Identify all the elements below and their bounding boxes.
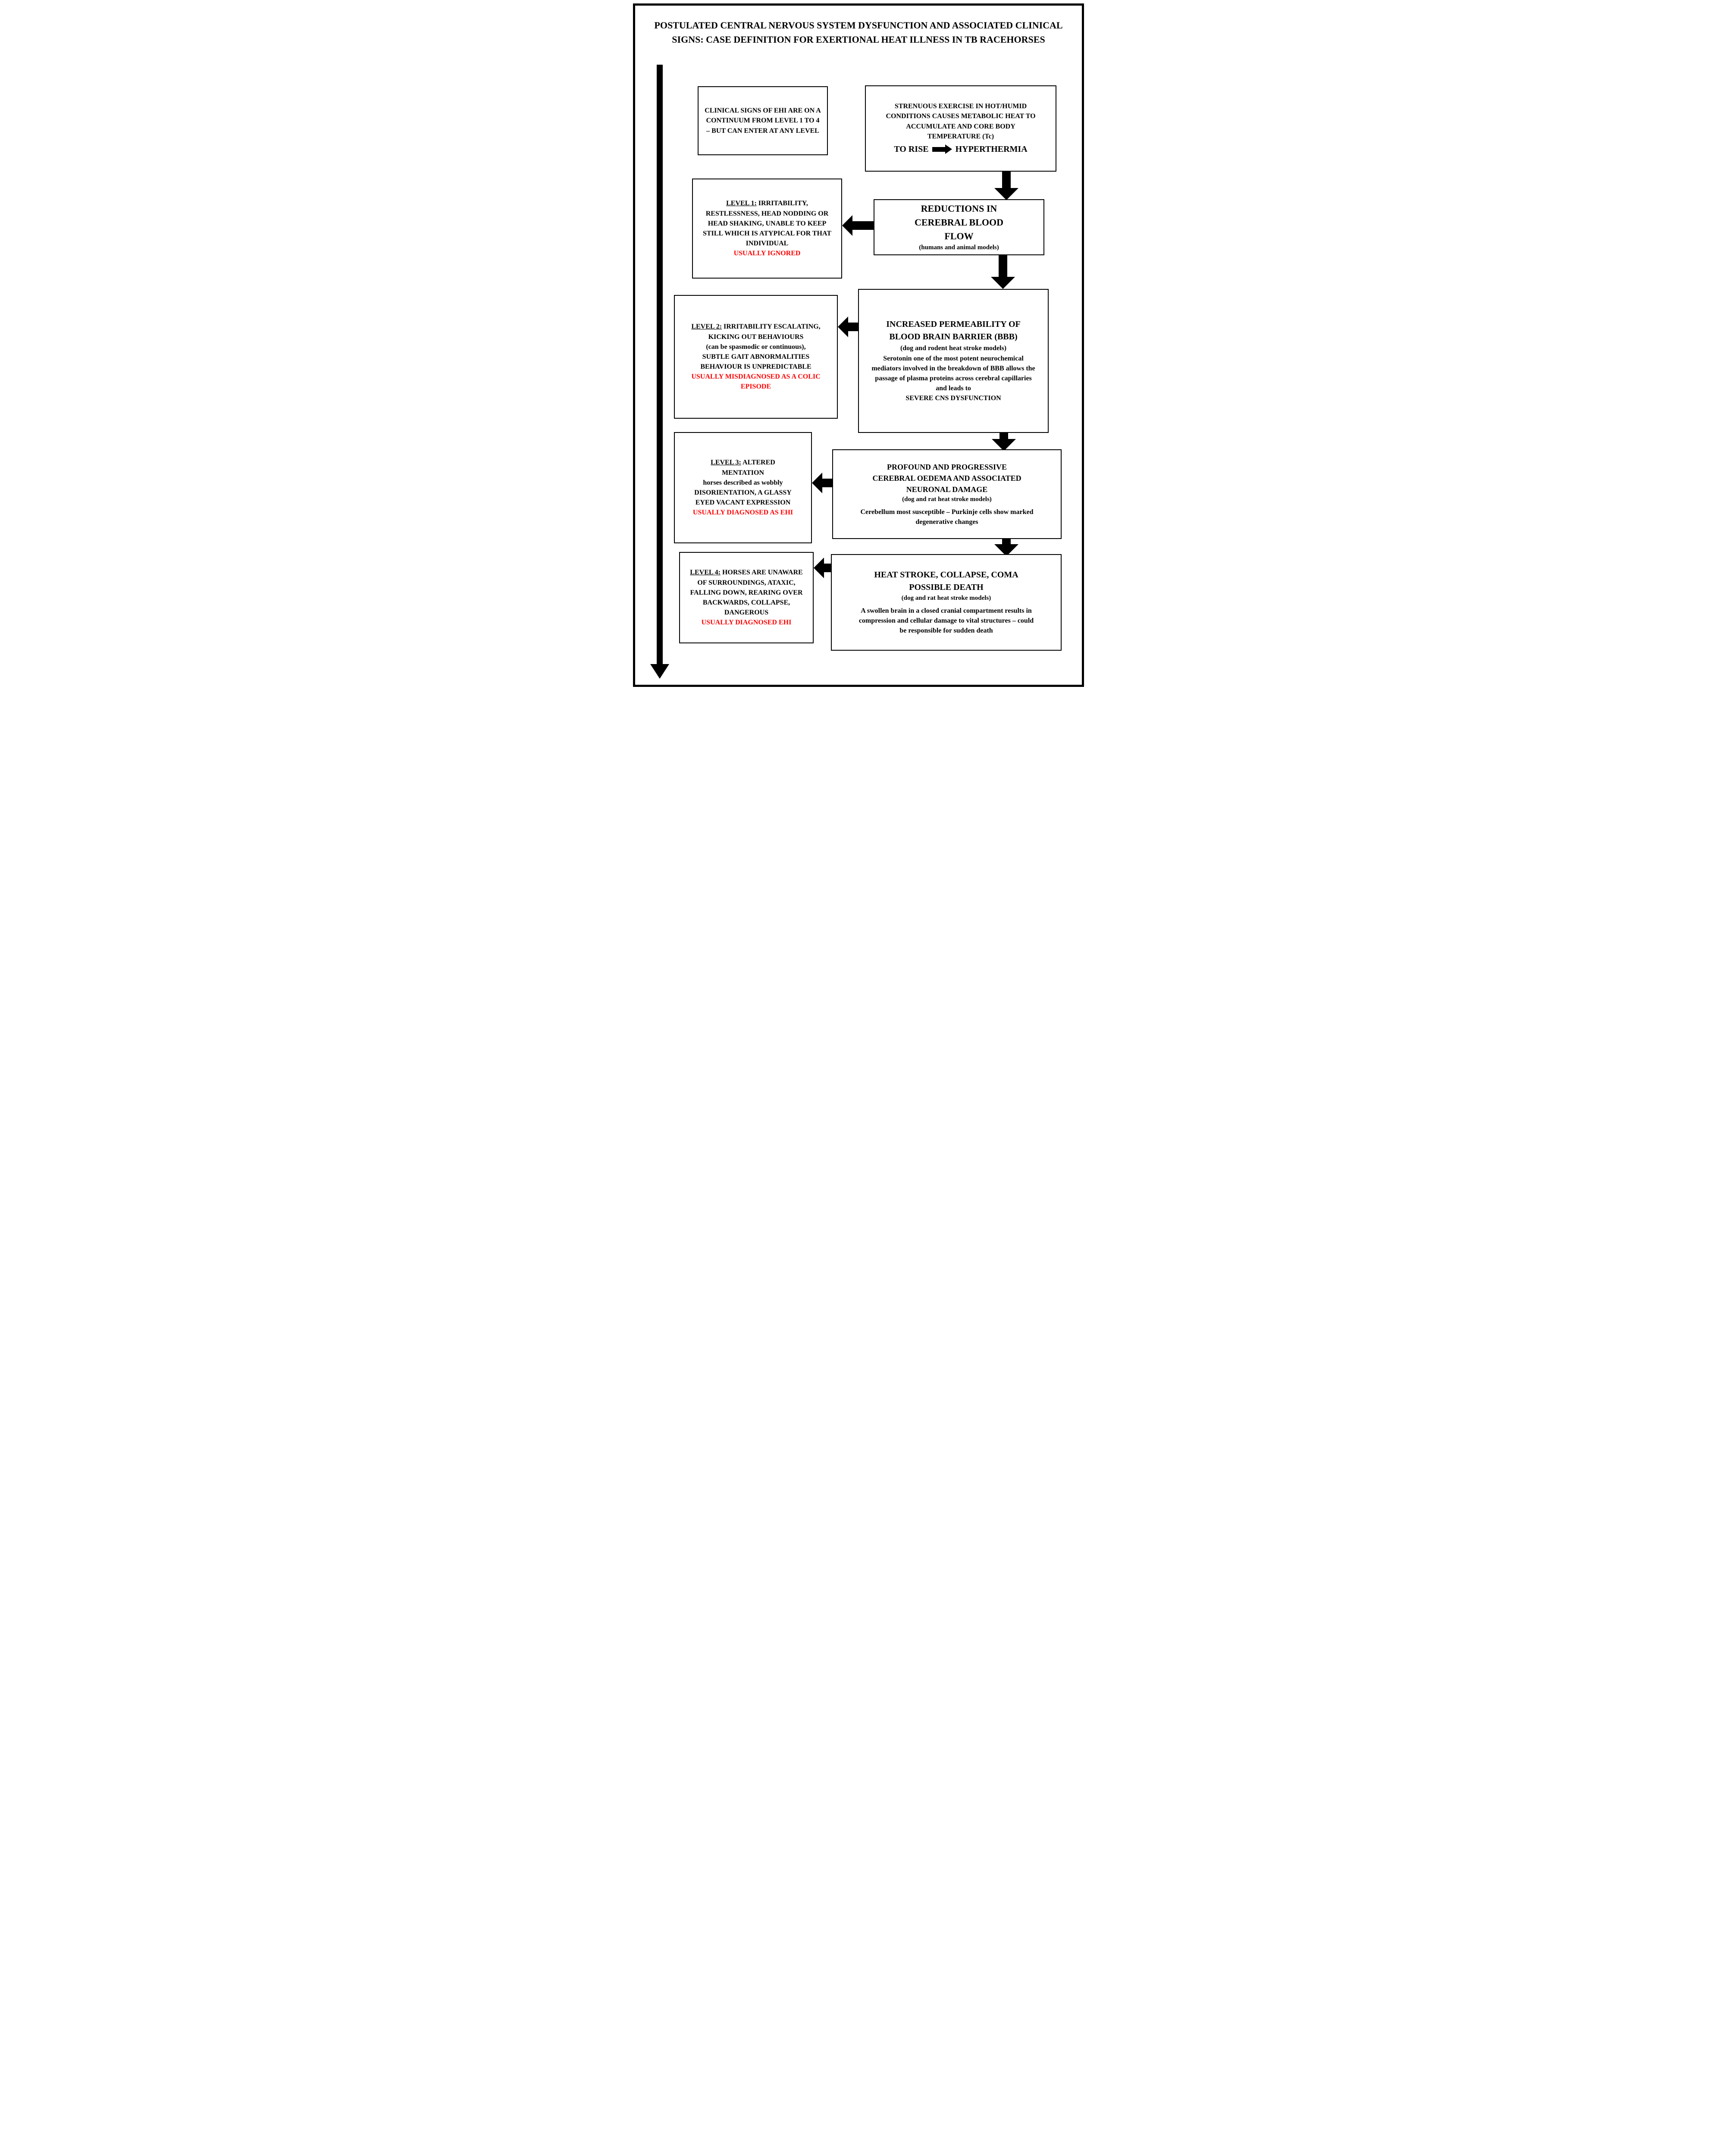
left-arrow-oedema-to-level3: [812, 473, 832, 493]
level-3-box: LEVEL 3: ALTERED MENTATION horses descri…: [674, 432, 812, 543]
right-arrow-icon: [932, 144, 952, 154]
hyperthermia-box-body: STRENUOUS EXERCISE IN HOT/HUMID CONDITIO…: [886, 103, 1036, 140]
cerebral-blood-flow-box: REDUCTIONS IN CEREBRAL BLOOD FLOW (human…: [874, 199, 1044, 255]
level-2-box: LEVEL 2: IRRITABILITY ESCALATING, KICKIN…: [674, 295, 838, 419]
level-1-outcome: USUALLY IGNORED: [733, 250, 801, 257]
continuum-note-box: CLINICAL SIGNS OF EHI ARE ON A CONTINUUM…: [698, 86, 828, 155]
level-2-note: (can be spasmodic or continuous),: [706, 343, 806, 351]
level-1-text: LEVEL 1: IRRITABILITY, RESTLESSNESS, HEA…: [699, 198, 835, 248]
heat-stroke-heading: HEAT STROKE, COLLAPSE, COMA POSSIBLE DEA…: [874, 570, 1018, 592]
bbb-note: (dog and rodent heat stroke models): [900, 345, 1007, 352]
left-arrow-cbf-to-level1: [842, 215, 874, 236]
down-arrow-hyperthermia-to-cbf: [994, 172, 1018, 200]
level-4-outcome: USUALLY DIAGNOSED EHI: [701, 619, 792, 627]
severity-timeline-arrow: [650, 65, 669, 679]
level-3-signs-2: DISORIENTATION, A GLASSY EYED VACANT EXP…: [694, 489, 792, 507]
level-4-text: LEVEL 4: HORSES ARE UNAWARE OF SURROUNDI…: [686, 567, 807, 617]
cbf-note: (humans and animal models): [919, 244, 999, 251]
flowchart-page: POSTULATED CENTRAL NERVOUS SYSTEM DYSFUN…: [630, 0, 1087, 690]
down-arrow-oedema-to-heatstroke: [994, 539, 1018, 556]
to-rise-label: TO RISE: [894, 144, 929, 154]
timeline-arrow-shaft: [657, 65, 663, 664]
cbf-heading: REDUCTIONS IN CEREBRAL BLOOD FLOW: [915, 203, 1003, 242]
page-title: POSTULATED CENTRAL NERVOUS SYSTEM DYSFUN…: [647, 18, 1070, 47]
bbb-heading: INCREASED PERMEABILITY OF BLOOD BRAIN BA…: [886, 320, 1021, 342]
down-arrow-bbb-to-oedema: [992, 433, 1016, 451]
level-4-label: LEVEL 4:: [690, 569, 721, 577]
left-arrow-heatstroke-to-level4: [814, 558, 831, 578]
level-2-label: LEVEL 2:: [691, 323, 722, 331]
heat-stroke-body: A swollen brain in a closed cranial comp…: [858, 607, 1034, 635]
level-1-label: LEVEL 1:: [726, 200, 757, 207]
down-arrow-cbf-to-bbb: [991, 255, 1015, 289]
oedema-body: Cerebellum most susceptible – Purkinje c…: [860, 508, 1034, 526]
bbb-body: Serotonin one of the most potent neuroch…: [871, 354, 1035, 392]
level-1-signs: IRRITABILITY, RESTLESSNESS, HEAD NODDING…: [702, 200, 831, 248]
bbb-emphasis: SEVERE CNS DYSFUNCTION: [905, 395, 1001, 402]
heat-stroke-note: (dog and rat heat stroke models): [901, 595, 991, 602]
level-2-signs-2: SUBTLE GAIT ABNORMALITIES BEHAVIOUR IS U…: [700, 353, 812, 371]
timeline-arrow-head-icon: [650, 664, 669, 679]
level-3-outcome: USUALLY DIAGNOSED AS EHI: [692, 509, 793, 517]
hyperthermia-box: STRENUOUS EXERCISE IN HOT/HUMID CONDITIO…: [865, 85, 1056, 172]
level-4-box: LEVEL 4: HORSES ARE UNAWARE OF SURROUNDI…: [679, 552, 814, 643]
rise-row: TO RISE HYPERTHERMIA: [894, 143, 1028, 156]
oedema-note: (dog and rat heat stroke models): [902, 496, 992, 503]
oedema-heading: PROFOUND AND PROGRESSIVE CEREBRAL OEDEMA…: [872, 462, 1021, 494]
level-4-signs: HORSES ARE UNAWARE OF SURROUNDINGS, ATAX…: [690, 569, 803, 617]
level-2-outcome: USUALLY MISDIAGNOSED AS A COLIC EPISODE: [691, 373, 821, 391]
level-2-signs: IRRITABILITY ESCALATING, KICKING OUT BEH…: [708, 323, 821, 341]
page-title-text: POSTULATED CENTRAL NERVOUS SYSTEM DYSFUN…: [654, 20, 1063, 45]
level-2-text: LEVEL 2: IRRITABILITY ESCALATING, KICKIN…: [681, 322, 831, 342]
heat-stroke-box: HEAT STROKE, COLLAPSE, COMA POSSIBLE DEA…: [831, 554, 1062, 651]
bbb-permeability-box: INCREASED PERMEABILITY OF BLOOD BRAIN BA…: [858, 289, 1049, 433]
level-3-signs: ALTERED MENTATION: [721, 459, 775, 476]
level-1-box: LEVEL 1: IRRITABILITY, RESTLESSNESS, HEA…: [692, 179, 842, 279]
left-arrow-bbb-to-level2: [838, 317, 858, 337]
continuum-note-text: CLINICAL SIGNS OF EHI ARE ON A CONTINUUM…: [705, 107, 821, 135]
level-3-label: LEVEL 3:: [711, 459, 741, 467]
level-3-text: LEVEL 3: ALTERED MENTATION: [689, 458, 797, 477]
hyperthermia-label: HYPERTHERMIA: [955, 144, 1028, 154]
cerebral-oedema-box: PROFOUND AND PROGRESSIVE CEREBRAL OEDEMA…: [832, 449, 1062, 539]
level-3-note: horses described as wobbly: [703, 479, 783, 486]
